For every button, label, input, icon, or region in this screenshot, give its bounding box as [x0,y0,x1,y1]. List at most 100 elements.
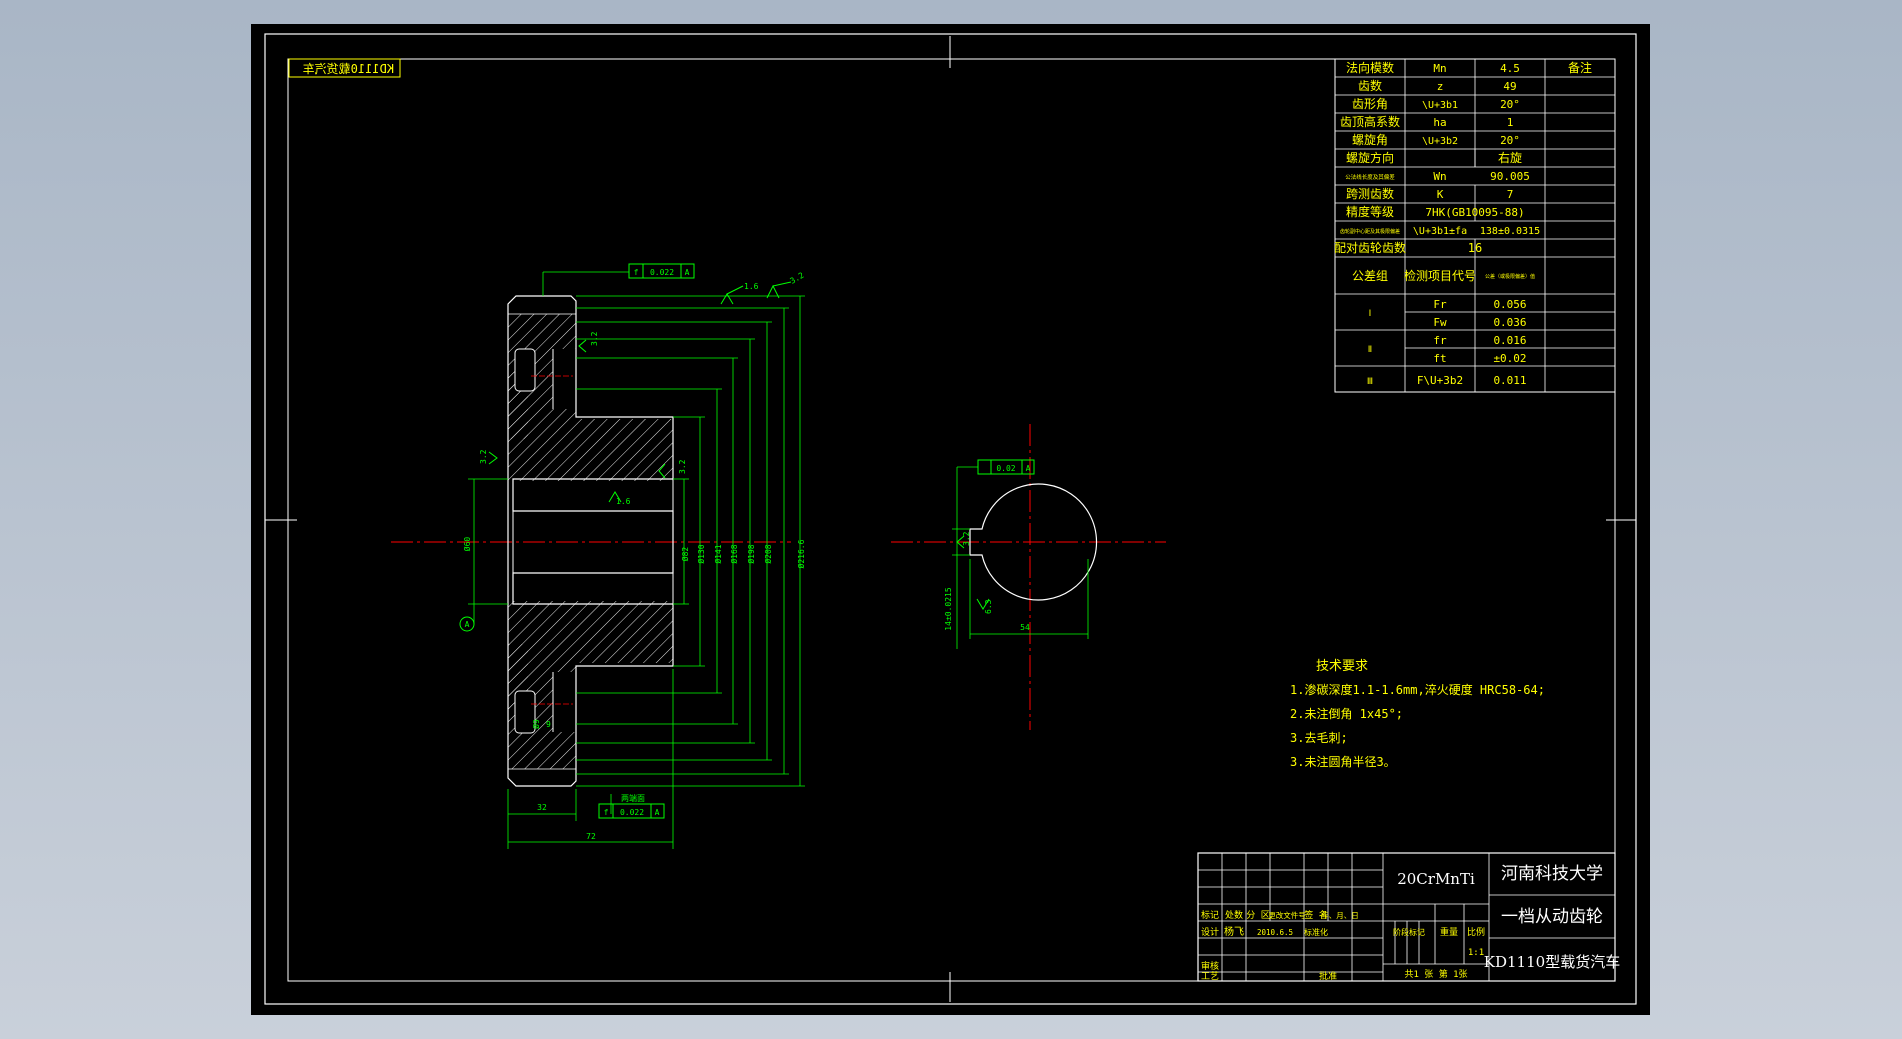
param-symbol: Wn [1433,170,1446,183]
group-code: fr [1433,334,1447,347]
group-code: Fw [1433,316,1447,329]
svg-text:f: f [634,268,639,277]
stamp-frame [288,58,401,78]
roughness-label: 1.6 [616,497,631,506]
svg-text:f: f [604,808,609,817]
tolerance-frame-top: f 0.022 A [628,263,695,279]
param-value: 20° [1500,98,1520,111]
tech-req-item: 3.去毛刺; [1290,731,1348,745]
param-symbol: Mn [1433,62,1446,75]
process-label: 工艺 [1201,971,1219,982]
stage-label: 阶段标记 [1393,927,1425,937]
param-name: 齿轮副中心距及其极限偏差 [1340,228,1400,235]
param-note: 备注 [1568,60,1592,75]
group-value: 0.011 [1493,374,1526,387]
svg-text:A: A [685,268,690,277]
param-name: 螺旋角 [1352,133,1388,147]
review-label: 审核 [1201,960,1219,972]
dia-label: Ø198 [746,544,756,563]
weight-label: 重量 [1440,926,1458,938]
group-roman: Ⅰ [1369,309,1372,319]
dia-label: Ø60 [462,537,472,552]
param-value: 138±0.0315 [1480,226,1540,237]
roughness-label: 6.3 [984,599,993,614]
group-value: ±0.02 [1493,352,1526,365]
header-sign: 签 名 [1304,909,1327,921]
param-symbol: ha [1433,116,1446,129]
param-value: 90.005 [1490,170,1530,183]
scale-label: 比例 [1467,926,1485,938]
param-symbol: \U+3b2 [1422,136,1458,147]
svg-text:0.022: 0.022 [650,268,674,277]
designer-name: 杨飞 [1224,925,1244,938]
param-value: 1 [1507,116,1514,129]
group-code: ft [1433,352,1446,365]
group-header-name: 公差组 [1352,269,1388,283]
tech-req-item: 2.未注倒角 1x45°; [1290,706,1403,721]
param-name: 公法线长度及其偏差 [1345,173,1395,181]
sheet-count: 共1 张 第 1张 [1404,968,1467,980]
dia-label: Ø208 [763,544,773,563]
param-name: 法向模数 [1346,60,1394,75]
param-value: 7 [1507,188,1514,201]
group-value: 0.036 [1493,316,1526,329]
param-value: 20° [1500,134,1520,147]
svg-text:0.02: 0.02 [996,464,1015,473]
header-mark: 标记 [1201,909,1219,921]
dia-label: Ø168 [729,544,739,563]
param-name: 齿顶高系数 [1340,114,1400,129]
dia-label: Ø82 [680,547,690,562]
web-dim: 9 [546,720,551,729]
approve-label: 批准 [1319,970,1337,982]
keyway-depth: 54 [1020,623,1030,632]
end-faces-label: 两端面 [621,793,645,803]
tech-req-item: 1.渗碳深度1.1-1.6mm,淬火硬度 HRC58-64; [1290,682,1545,697]
hole-dim: Ø9 [531,719,541,729]
scale-value: 1:1 [1468,948,1484,958]
group-value: 0.016 [1493,334,1526,347]
param-name: 配对齿轮齿数 [1334,240,1406,255]
header-count: 处数 [1225,909,1243,921]
title-block: 标记 处数 分 区 更改文件号 签 名 年、月、日 设计 杨飞 2010.6.5… [1197,852,1620,982]
dia-label: Ø216.6 [796,539,806,568]
technical-requirements: 技术要求 1.渗碳深度1.1-1.6mm,淬火硬度 HRC58-64; 2.未注… [1290,659,1545,769]
tech-req-title: 技术要求 [1316,659,1368,674]
param-value: 7HK(GB10095-88) [1425,206,1524,219]
tech-req-item: 3.未注圆角半径3。 [1290,754,1396,769]
design-label: 设计 [1201,926,1219,938]
header-date: 年、月、日 [1321,910,1359,920]
param-name: 精度等级 [1346,204,1394,219]
group-header-code: 检测项目代号 [1404,268,1476,283]
group-roman: Ⅲ [1367,377,1373,387]
param-value: 4.5 [1500,62,1520,75]
group-value: 0.056 [1493,298,1526,311]
param-value: 16 [1468,241,1482,255]
datum-label: A [465,620,470,629]
stamp-text: KD1110载货汽车 [303,61,394,76]
keyway-width: 14±0.0215 [944,587,953,631]
roughness-label: 3.2 [590,331,599,346]
param-symbol: \U+3b1±fa [1413,226,1467,237]
svg-text:A: A [1026,464,1031,473]
outer-border [264,33,1637,1005]
param-symbol: \U+3b1 [1422,100,1458,111]
roughness-label: 3.2 [479,449,488,464]
dia-label: Ø130 [696,544,706,563]
header-zone: 分 区 [1246,910,1269,921]
school-name: 河南科技大学 [1501,864,1603,884]
hub-dim: 32 [537,803,547,812]
datum-circle [459,616,475,632]
param-name: 齿数 [1358,78,1382,93]
design-date: 2010.6.5 [1257,928,1293,937]
material: 20CrMnTi [1397,870,1475,888]
parameter-table: 法向模数 齿数 齿形角 齿顶高系数 螺旋角 螺旋方向 公法线长度及其偏差 跨测齿… [1334,58,1616,393]
drawing-sheet: KD1110载货汽车 [251,24,1650,1015]
param-name: 跨测齿数 [1346,186,1394,201]
inner-border [287,58,1616,982]
header-doc: 更改文件号 [1268,910,1306,920]
gear-section-view: Ø82 Ø130 Ø141 Ø168 Ø198 Ø208 Ø216.6 Ø60 … [391,263,806,849]
param-name: 齿形角 [1352,97,1388,111]
roughness-label: 1.6 [744,282,759,291]
tolerance-frame-right: 0.02 A [977,459,1035,475]
product-name: KD1110型载货汽车 [1484,953,1620,971]
